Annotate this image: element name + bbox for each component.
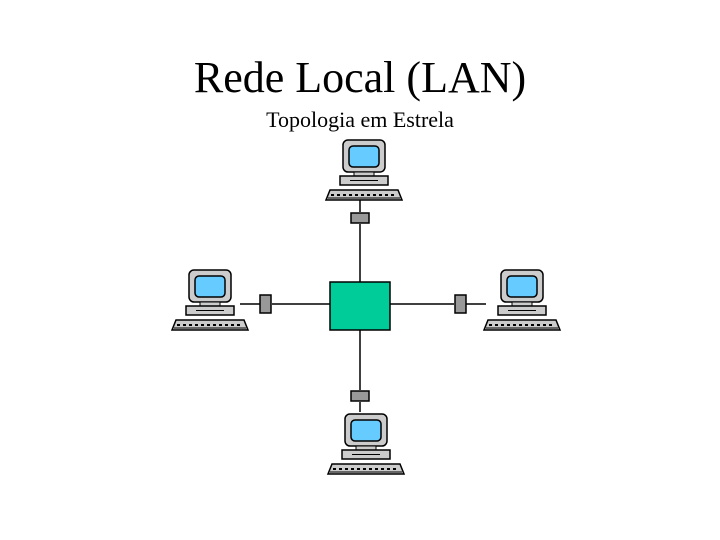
computer-icon	[325, 139, 403, 201]
computer-icon	[171, 269, 249, 331]
connector-left	[259, 294, 272, 314]
hub-switch	[329, 281, 391, 331]
connector-right	[454, 294, 467, 314]
computer-icon	[483, 269, 561, 331]
connector-top	[350, 212, 370, 224]
slide-title: Rede Local (LAN)	[193, 53, 527, 102]
connector-bottom	[350, 390, 370, 402]
slide-subtitle: Topologia em Estrela	[266, 107, 454, 132]
computer-icon	[327, 413, 405, 475]
